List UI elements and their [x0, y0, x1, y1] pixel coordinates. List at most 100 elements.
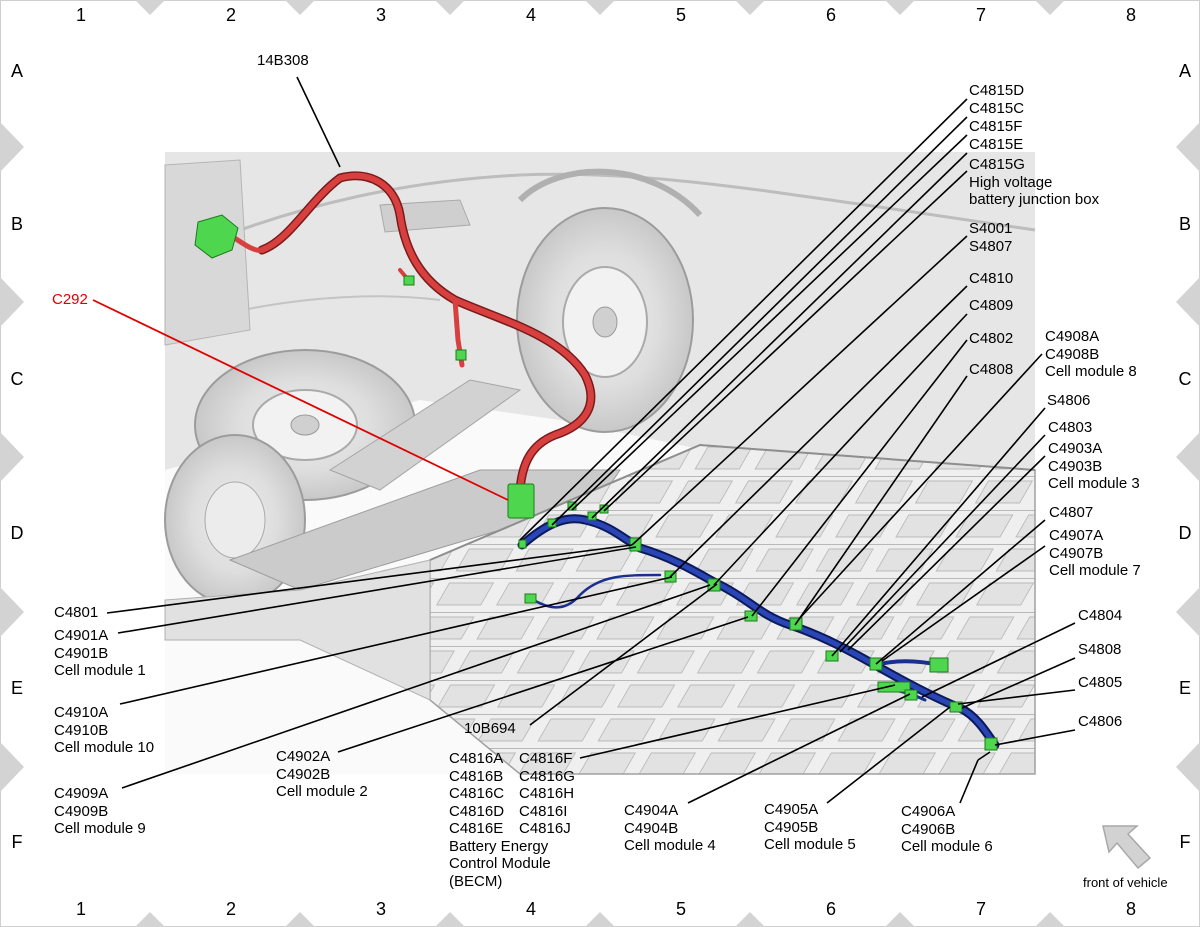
grid-col-7-top: 7	[975, 5, 986, 25]
callout-line: C4908A	[1045, 328, 1100, 345]
grid-col-7-bottom: 7	[975, 899, 986, 919]
grid-row-b-right: B	[1178, 214, 1191, 234]
callout-line: C4902A	[276, 748, 331, 765]
callout-line: Cell module 6	[901, 838, 993, 855]
callout-line: C4910A	[54, 704, 109, 721]
callout-line: S4001	[969, 220, 1013, 237]
front-of-vehicle-arrow-icon	[1102, 825, 1152, 870]
callout-c4809: C4809	[969, 297, 1013, 315]
callout-line: C4909B	[54, 802, 109, 820]
callout-line: C4807	[1049, 504, 1094, 521]
callout-c4807: C4807	[1049, 504, 1093, 522]
callout-line: C4907B	[1049, 544, 1104, 562]
grid-row-d-left: D	[10, 523, 24, 543]
callout-line: C4806	[1078, 713, 1123, 730]
callout-line: C4808	[969, 361, 1014, 378]
callout-14b308: 14B308	[257, 52, 309, 70]
callout-line: C4816F	[519, 750, 573, 767]
callout-line: Cell module 10	[54, 739, 155, 756]
callout-line: C4816C	[449, 785, 505, 802]
callout-line: C4815C	[969, 100, 1025, 117]
callout-line: C4803	[1048, 419, 1093, 436]
callout-c4815c: C4815C	[969, 100, 1024, 118]
callout-line: C4902B	[276, 765, 331, 783]
grid-col-1-top: 1	[75, 5, 86, 25]
grid-row-f-left: F	[11, 832, 23, 852]
callout-line: Cell module 2	[276, 783, 368, 800]
callout-line: C4910B	[54, 721, 109, 739]
grid-col-6-bottom: 6	[825, 899, 836, 919]
callout-line: Cell module 5	[764, 836, 856, 853]
grid-row-e-right: E	[1178, 678, 1191, 698]
callout-line: 14B308	[257, 52, 309, 69]
grid-col-6-top: 6	[825, 5, 836, 25]
grid-col-4-bottom: 4	[525, 899, 536, 919]
callout-c4805: C4805	[1078, 674, 1122, 692]
callout-c4815f: C4815F	[969, 118, 1022, 136]
callout-line: C4816G	[519, 767, 575, 785]
callout-c4815d: C4815D	[969, 82, 1024, 100]
callout-line: C4816J	[519, 820, 571, 837]
callout-line: Battery Energy	[449, 837, 549, 855]
grid-col-4-top: 4	[525, 5, 536, 25]
leader-lines	[106, 76, 1076, 804]
callout-line: C4816A	[449, 750, 504, 767]
callout-line: battery junction box	[969, 191, 1100, 208]
grid-row-f-right: F	[1179, 832, 1191, 852]
callout-line: Cell module 9	[54, 820, 146, 837]
callout-line: S4808	[1078, 641, 1122, 658]
grid-row-a-left: A	[10, 61, 23, 81]
callout-line: C4815D	[969, 82, 1025, 99]
callout-s4808: S4808	[1078, 641, 1121, 659]
grid-col-3-bottom: 3	[375, 899, 386, 919]
callout-line: C4815E	[969, 136, 1024, 153]
grid-row-a-right: A	[1178, 61, 1191, 81]
callout-10b694: 10B694	[464, 720, 516, 738]
grid-col-2-top: 2	[225, 5, 236, 25]
callout-c4808: C4808	[969, 361, 1013, 379]
callout-line: C4905B	[764, 818, 819, 836]
callout-line: C4904B	[624, 819, 679, 837]
callout-line: C4805	[1078, 674, 1123, 691]
callout-line: Cell module 3	[1048, 475, 1140, 492]
callout-line: C4904A	[624, 802, 679, 819]
grid-col-8-bottom: 8	[1125, 899, 1136, 919]
grid-col-8-top: 8	[1125, 5, 1136, 25]
callout-c4801: C4801	[54, 604, 98, 622]
callout-line: Control Module	[449, 855, 551, 872]
callout-line: C4802	[969, 330, 1014, 347]
vehicle-illustration	[164, 152, 1036, 775]
callout-line: C4903A	[1048, 440, 1103, 457]
c292-leader	[92, 299, 509, 501]
callout-line: C4816D	[449, 802, 505, 820]
grid-row-d-right: D	[1178, 523, 1192, 543]
grid-col-2-bottom: 2	[225, 899, 236, 919]
callout-line: C4816B	[449, 767, 504, 785]
callout-c4815e: C4815E	[969, 136, 1023, 154]
callout-line: C4815G	[969, 156, 1025, 173]
grid-row-c-left: C	[10, 369, 24, 389]
callout-line: C4906A	[901, 803, 956, 820]
callout-line: C4908B	[1045, 345, 1100, 363]
callout-line: C4907A	[1049, 527, 1104, 544]
callout-line: S4806	[1047, 392, 1091, 409]
callout-line: Cell module 4	[624, 837, 716, 854]
callout-line: C4901B	[54, 644, 109, 662]
callout-line: (BECM)	[449, 872, 503, 890]
callout-line: C4901A	[54, 627, 109, 644]
